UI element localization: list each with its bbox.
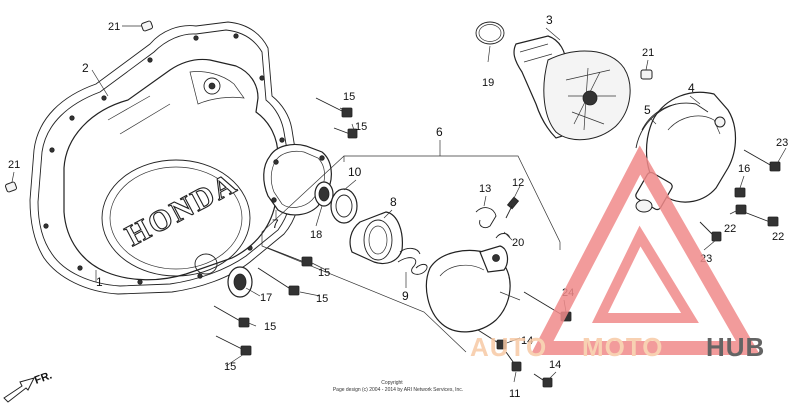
callout-11: 11 [509, 388, 520, 400]
watermark-auto: AUTO [470, 332, 547, 362]
watermark-triangle-logo [530, 145, 761, 355]
callout-17: 17 [260, 292, 272, 304]
seal-10 [330, 188, 358, 224]
callout-14b: 14 [549, 359, 561, 371]
watermark-moto: MOTO [582, 332, 664, 362]
callout-15f: 15 [224, 361, 236, 373]
collar-8 [349, 211, 403, 265]
callout-23a: 23 [776, 137, 788, 149]
washer-near-cover [194, 253, 218, 275]
callout-labels: 1 2 3 4 5 6 7 8 9 10 11 12 13 14 14 15 1… [8, 13, 788, 400]
callout-21b: 21 [8, 159, 20, 171]
direction-label: FR. [33, 369, 54, 386]
crankcase-cover: HONDA [63, 58, 279, 281]
callout-21c: 21 [642, 47, 654, 59]
callout-15c: 15 [318, 267, 330, 279]
callout-4: 4 [688, 81, 695, 95]
callout-22a: 22 [724, 223, 736, 235]
spring-9 [397, 247, 428, 275]
callout-13: 13 [479, 183, 491, 195]
callout-6: 6 [436, 125, 443, 139]
front-direction-arrow: FR. [3, 369, 54, 403]
callout-16: 16 [738, 163, 750, 175]
callout-15a: 15 [343, 91, 355, 103]
callout-18: 18 [310, 229, 322, 241]
watermark: AUTO MOTO HUB [470, 145, 765, 362]
callout-15d: 15 [316, 293, 328, 305]
callout-3: 3 [546, 13, 553, 27]
gasket-5 [635, 102, 709, 149]
callout-10: 10 [348, 165, 362, 179]
copyright-line-2: Page design (c) 2004 - 2014 by ARI Netwo… [333, 387, 463, 393]
clip-20 [495, 233, 511, 239]
watermark-hub: HUB [706, 332, 765, 362]
copyright-line-1: Copyright [381, 380, 403, 386]
clip-13 [475, 207, 497, 229]
callout-9: 9 [402, 289, 409, 303]
bracket-6 [261, 155, 561, 353]
callout-22b: 22 [772, 231, 784, 243]
callout-2: 2 [82, 61, 89, 75]
callout-7: 7 [272, 217, 279, 231]
seal-18 [314, 181, 334, 207]
callout-5: 5 [644, 103, 651, 117]
callout-1: 1 [96, 275, 103, 289]
o-ring-19 [475, 21, 505, 45]
water-pump-body [513, 35, 631, 141]
bolt-12 [505, 196, 520, 219]
copyright-notice: Copyright Page design (c) 2004 - 2014 by… [333, 380, 463, 393]
bearing-17 [227, 266, 253, 298]
dowel-pin-top [140, 20, 154, 32]
callout-15b: 15 [355, 121, 367, 133]
dowel-pin-right [640, 69, 653, 80]
callout-14a: 14 [521, 335, 533, 347]
callout-20: 20 [512, 237, 524, 249]
housing-assembly [425, 245, 521, 333]
dowel-pin-left [4, 181, 18, 193]
callout-12: 12 [512, 177, 524, 189]
callout-21a: 21 [108, 21, 120, 33]
callout-19: 19 [482, 77, 494, 89]
callout-8: 8 [390, 195, 397, 209]
callout-15e: 15 [264, 321, 276, 333]
bolts-15 [213, 97, 358, 356]
